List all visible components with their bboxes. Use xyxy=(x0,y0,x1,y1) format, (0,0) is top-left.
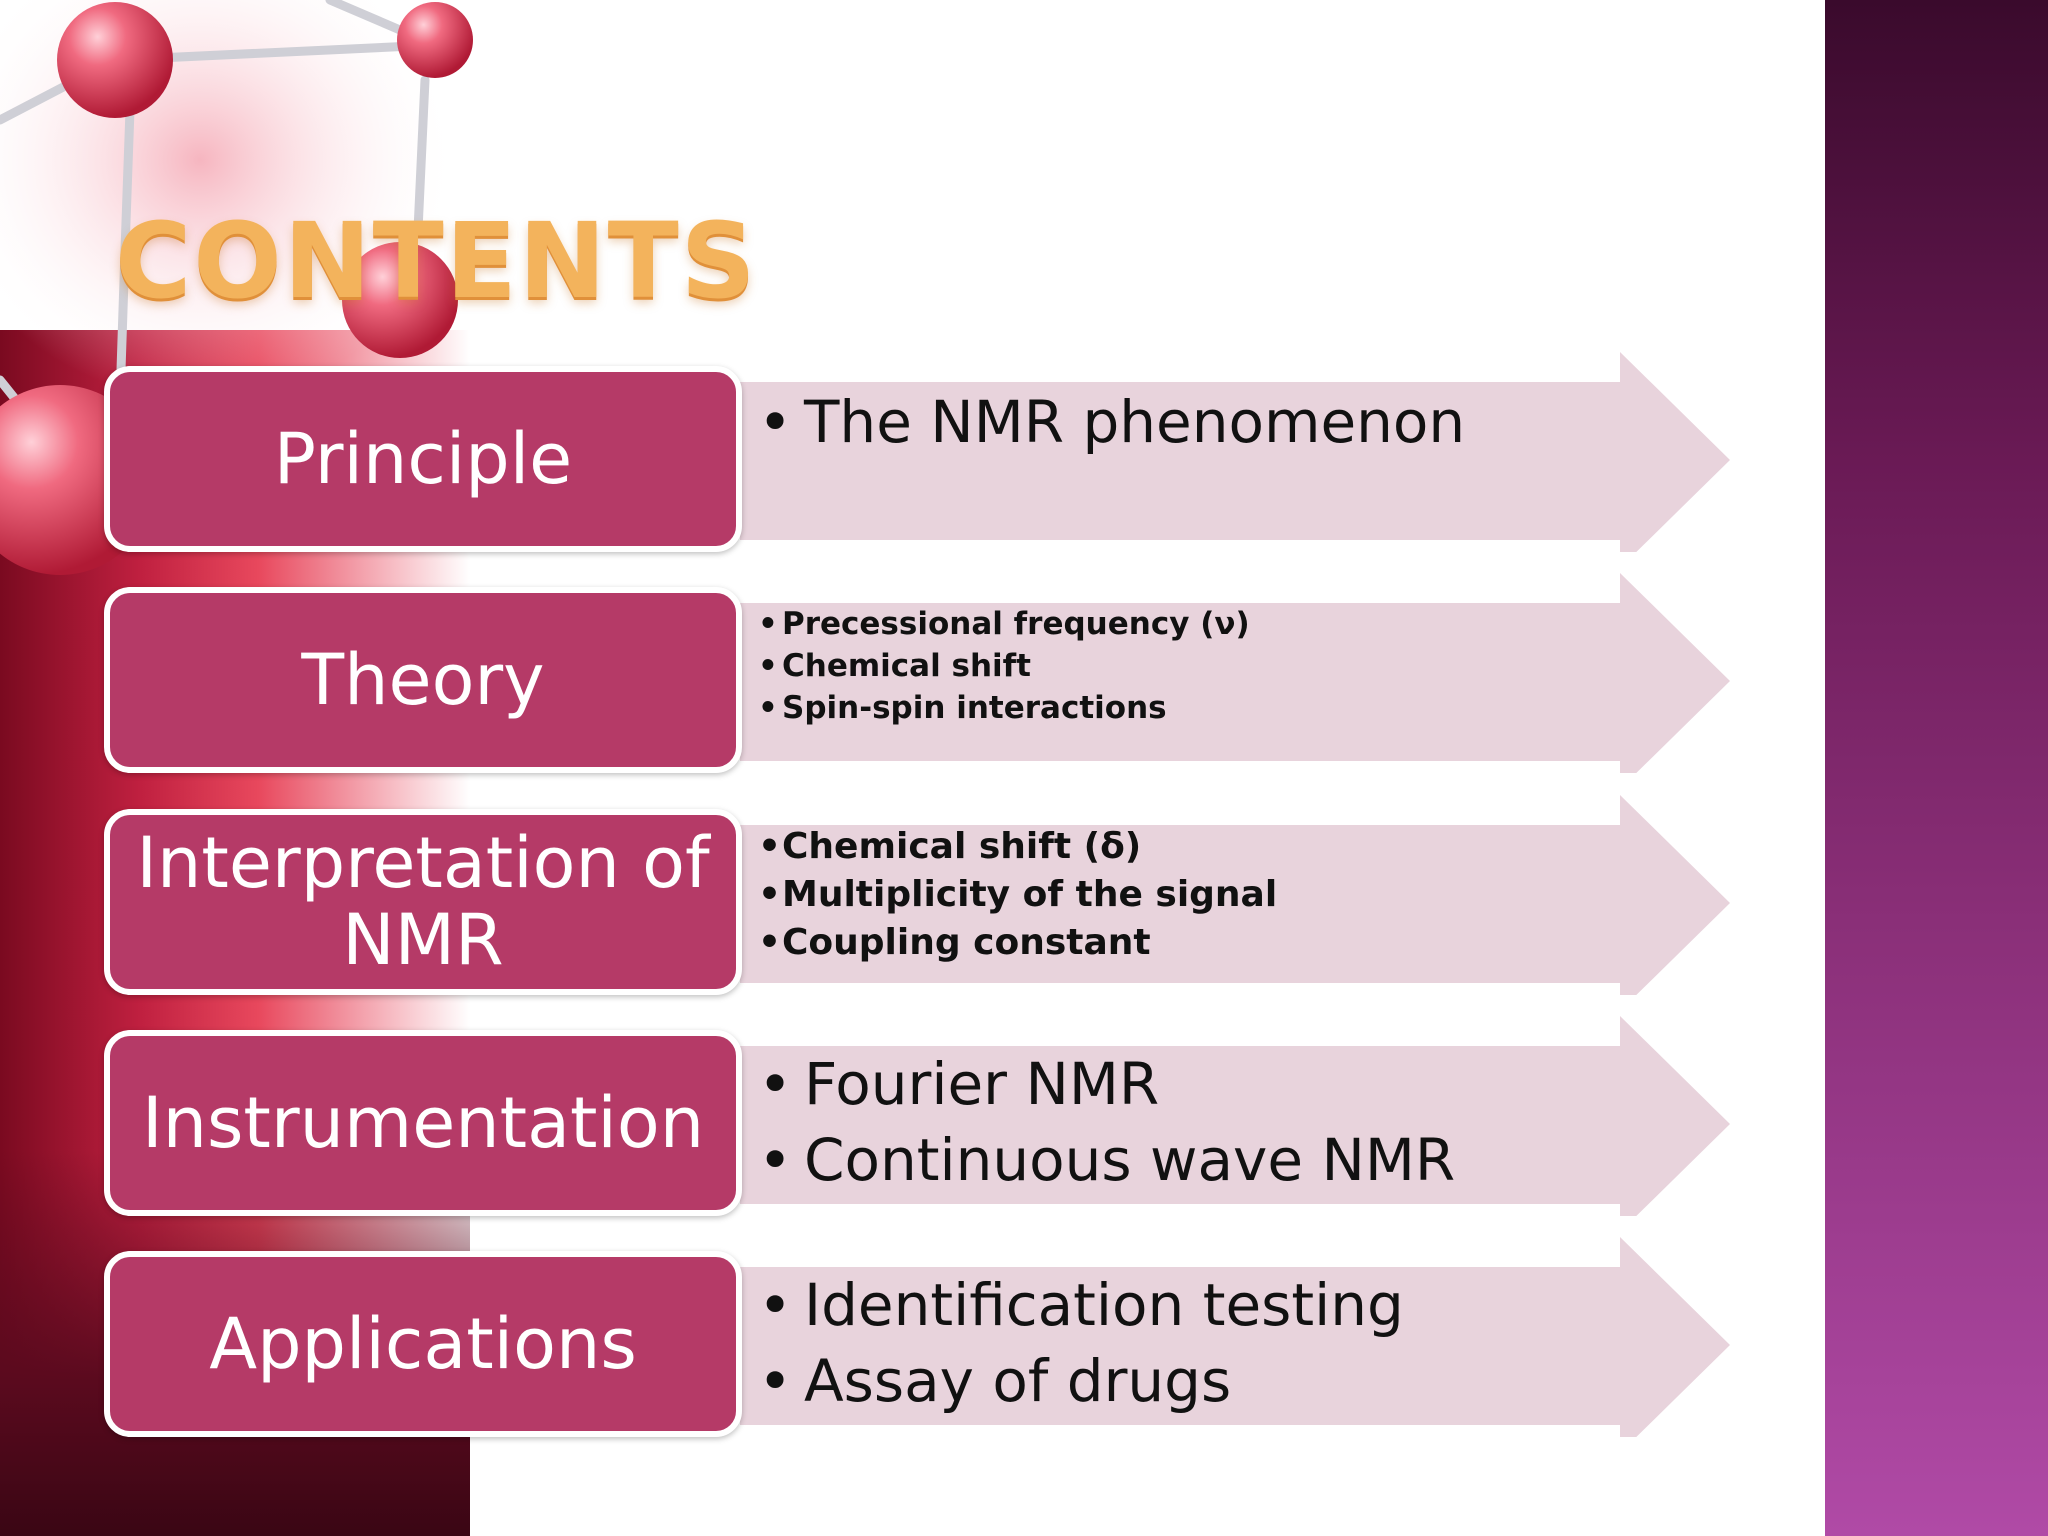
row-label-box: Principle xyxy=(104,366,742,552)
row-label: Applications xyxy=(209,1302,637,1385)
atom-sphere xyxy=(397,2,473,78)
row-label-box: Applications xyxy=(104,1251,742,1437)
row-label: Instrumentation xyxy=(141,1081,705,1164)
row-label: Theory xyxy=(301,638,545,721)
contents-row-theory: Theory Precessional frequency (ν) Chemic… xyxy=(0,573,1760,773)
bullet-item: Coupling constant xyxy=(758,919,1277,967)
bullet-item: Fourier NMR xyxy=(758,1046,1455,1122)
row-label-line-1: Interpretation of xyxy=(136,822,710,904)
atom-sphere xyxy=(57,2,173,118)
row-label-line-2: NMR xyxy=(342,899,504,981)
row-label: Principle xyxy=(273,417,573,500)
row-label-box: Instrumentation xyxy=(104,1030,742,1216)
row-label-box: Interpretation of NMR xyxy=(104,809,742,995)
contents-row-interpretation: Interpretation of NMR Chemical shift (δ)… xyxy=(0,795,1760,995)
bullet-item: Continuous wave NMR xyxy=(758,1122,1455,1198)
row-bullets: Chemical shift (δ) Multiplicity of the s… xyxy=(758,823,1277,967)
row-bullets: Fourier NMR Continuous wave NMR xyxy=(758,1046,1455,1198)
row-bullets: Identification testing Assay of drugs xyxy=(758,1267,1404,1419)
row-label-box: Theory xyxy=(104,587,742,773)
bullet-item: Precessional frequency (ν) xyxy=(758,603,1250,645)
bullet-item: The NMR phenomenon xyxy=(758,384,1465,460)
bullet-item: Spin-spin interactions xyxy=(758,687,1250,729)
bullet-item: Identification testing xyxy=(758,1267,1404,1343)
decorative-purple-band xyxy=(1825,0,2048,1536)
bullet-item: Multiplicity of the signal xyxy=(758,871,1277,919)
bullet-item: Chemical shift (δ) xyxy=(758,823,1277,871)
atom-sphere xyxy=(342,242,458,358)
contents-row-applications: Applications Identification testing Assa… xyxy=(0,1237,1760,1437)
row-bullets: The NMR phenomenon xyxy=(758,384,1465,460)
contents-row-instrumentation: Instrumentation Fourier NMR Continuous w… xyxy=(0,1016,1760,1216)
row-bullets: Precessional frequency (ν) Chemical shif… xyxy=(758,603,1250,729)
bullet-item: Chemical shift xyxy=(758,645,1250,687)
bullet-item: Assay of drugs xyxy=(758,1343,1404,1419)
contents-row-principle: Principle The NMR phenomenon xyxy=(0,352,1760,552)
slide-title: CONTENTS xyxy=(115,200,758,322)
